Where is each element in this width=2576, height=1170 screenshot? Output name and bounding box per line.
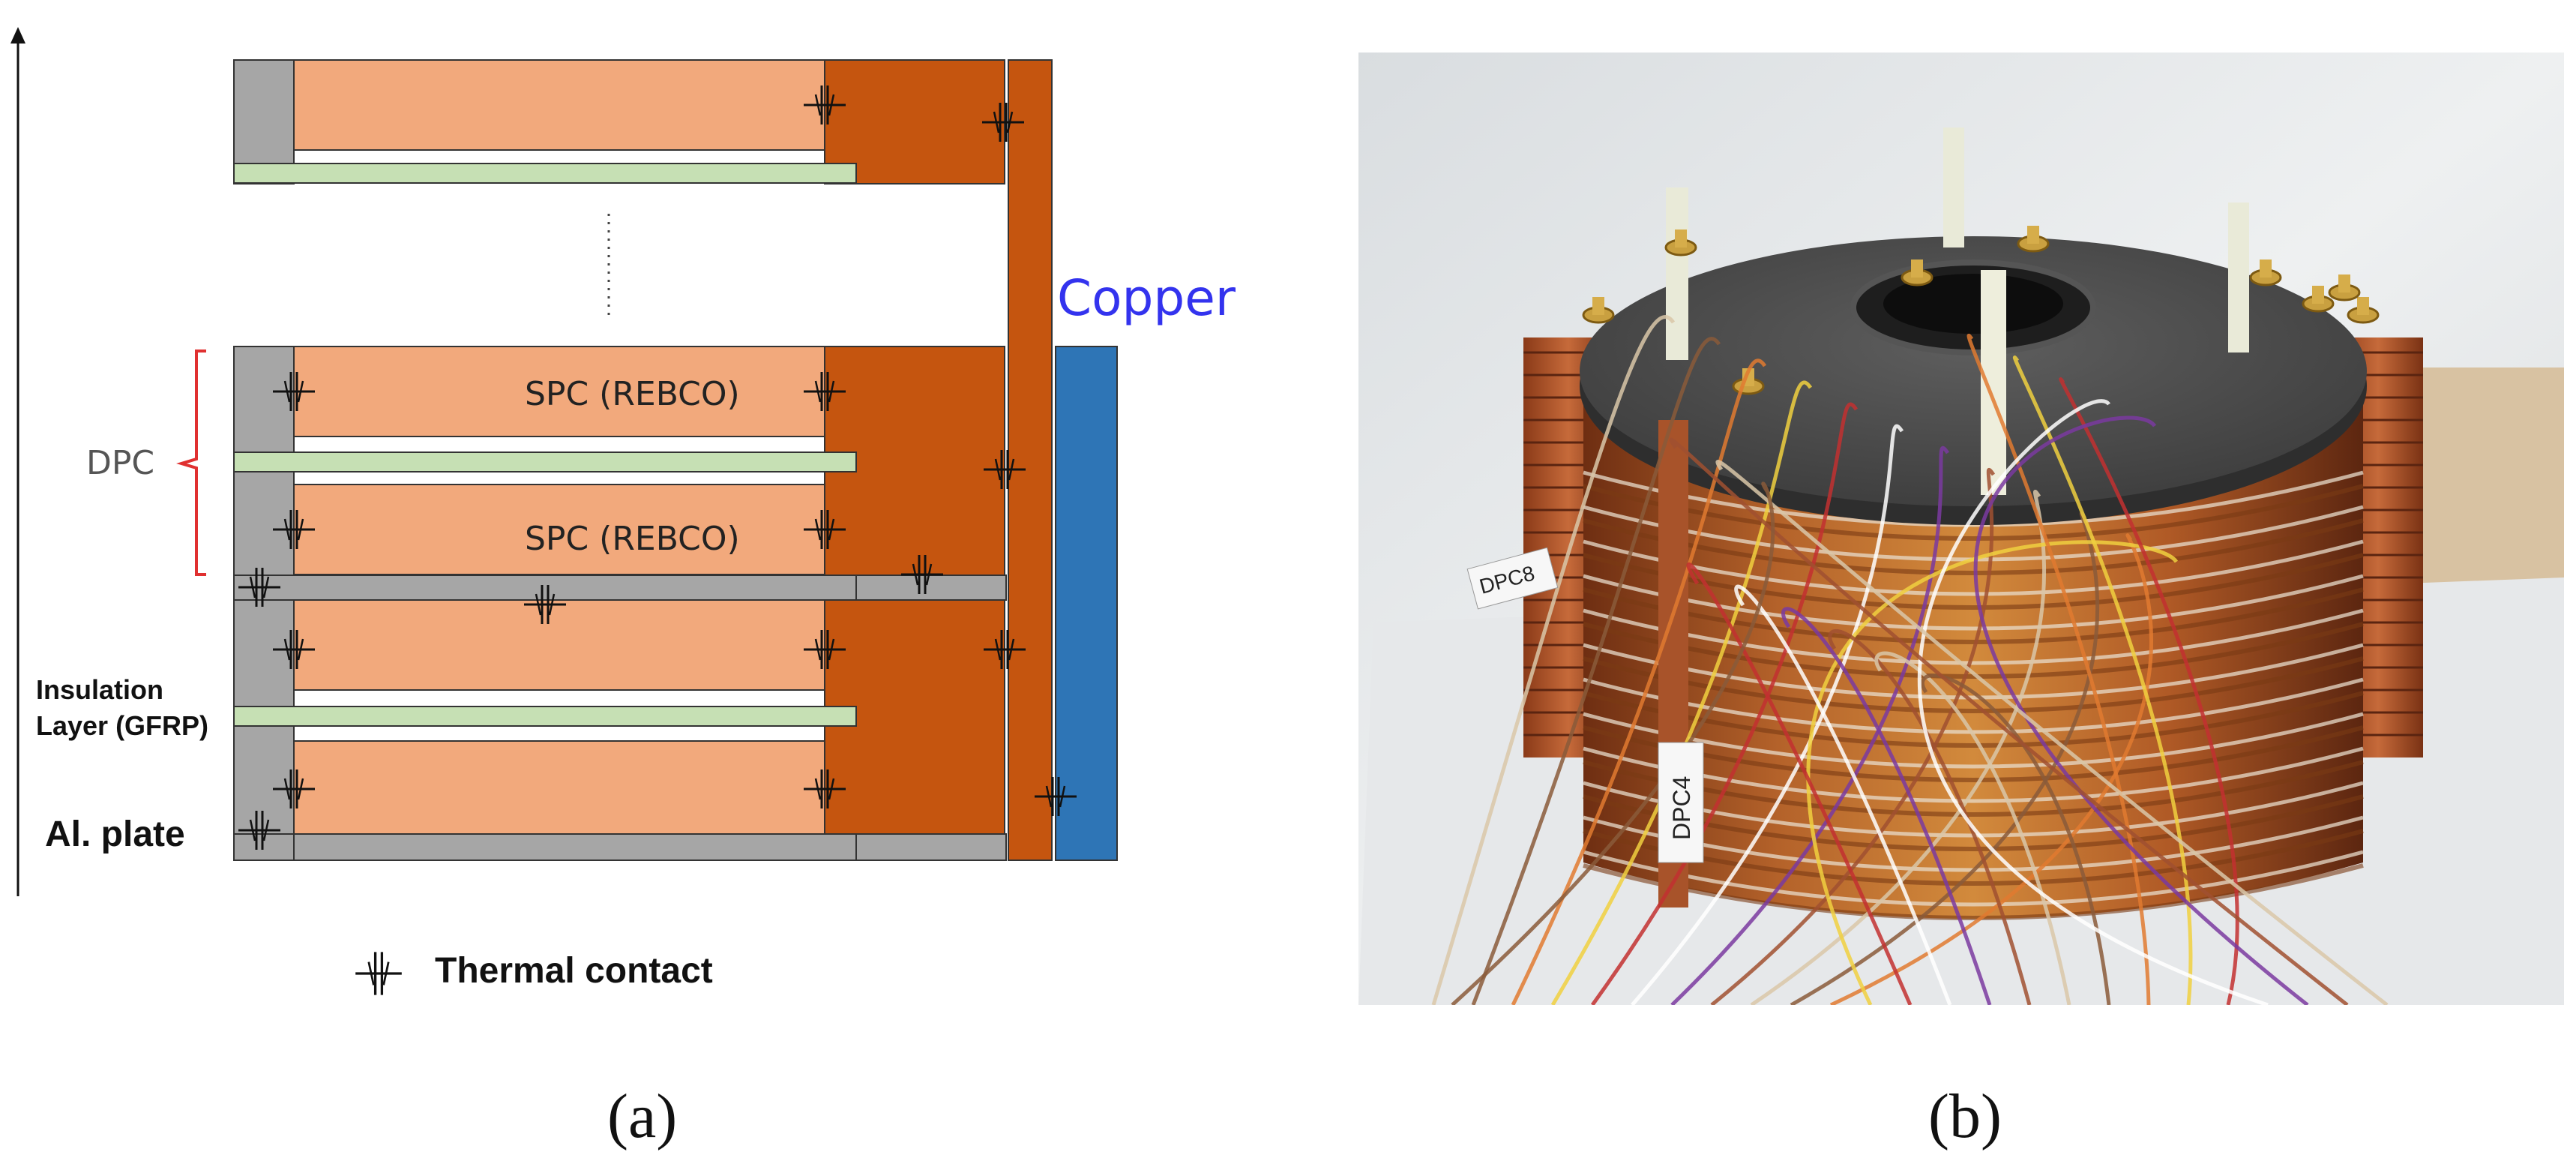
caption-b: (b) bbox=[1928, 1082, 2002, 1151]
coil-photograph: DPC8 DPC4 bbox=[1358, 52, 2564, 1007]
coil-spc-4 bbox=[293, 740, 825, 835]
copper-bar bbox=[1055, 346, 1118, 861]
coil-photo-illustration: DPC8 DPC4 bbox=[1358, 52, 2564, 1007]
thermal-contact-icon bbox=[982, 103, 1024, 142]
sensor-wires bbox=[1431, 315, 2389, 1007]
wire-tag-dpc8: DPC8 bbox=[1466, 547, 1559, 610]
support-rod-4 bbox=[2228, 202, 2249, 352]
support-rod-2 bbox=[1943, 128, 1964, 248]
thermal-contact-icon bbox=[273, 630, 315, 669]
thermal-contact-icon bbox=[355, 952, 402, 995]
copper-bracket-dpc-upper bbox=[824, 346, 1005, 576]
gfrp-layer-dpc bbox=[233, 452, 857, 472]
coil-spc-2 bbox=[293, 484, 825, 575]
al-plate-mid bbox=[233, 574, 1007, 601]
thermal-contact-icon bbox=[273, 770, 315, 808]
legend-thermal-contact-label: Thermal contact bbox=[435, 951, 713, 991]
thermal-contact-icon bbox=[804, 510, 846, 549]
thermal-contact-icon bbox=[238, 568, 280, 607]
brass-bolts bbox=[1582, 226, 2380, 395]
thermal-contact-icon bbox=[984, 450, 1026, 489]
thermal-contact-icon bbox=[984, 630, 1026, 669]
thermal-contact-icon bbox=[901, 555, 943, 594]
thermal-contact-icon bbox=[524, 585, 566, 624]
dpc-label: DPC bbox=[86, 444, 154, 482]
coil-spc-3 bbox=[293, 599, 825, 691]
thermal-contact-icon bbox=[273, 510, 315, 549]
thermal-contact-icon bbox=[804, 372, 846, 411]
spc-label-upper: SPC (REBCO) bbox=[525, 375, 740, 413]
thermal-contact-icon bbox=[804, 770, 846, 808]
gfrp-layer-top bbox=[233, 163, 857, 184]
insulation-label-line1: Insulation bbox=[36, 674, 163, 705]
coil-lid-top bbox=[1580, 236, 2367, 506]
coil-top bbox=[293, 59, 825, 151]
thermal-contact-icon bbox=[1035, 777, 1077, 816]
gfrp-layer-lower bbox=[233, 706, 857, 727]
copper-label: Copper bbox=[1057, 269, 1236, 327]
axis-arrowhead bbox=[10, 27, 25, 44]
thermal-contact-icon bbox=[273, 372, 315, 411]
al-plate-label: Al. plate bbox=[45, 814, 185, 854]
wire-tag-dpc4: DPC4 bbox=[1658, 742, 1704, 863]
thermal-contact-icon bbox=[238, 811, 280, 850]
spc-label-lower: SPC (REBCO) bbox=[525, 520, 740, 558]
legend: Thermal contact bbox=[355, 951, 713, 995]
thermal-contact-icon bbox=[804, 630, 846, 669]
thermal-contact-legend-icon bbox=[355, 952, 402, 995]
coil-bore bbox=[1883, 274, 2063, 334]
support-rod-1 bbox=[1666, 188, 1688, 360]
copper-column bbox=[1008, 59, 1053, 861]
thermal-contacts bbox=[238, 86, 1077, 850]
caption-a: (a) bbox=[607, 1082, 678, 1151]
dpc-brace bbox=[176, 350, 206, 576]
svg-text:DPC4: DPC4 bbox=[1668, 776, 1695, 840]
al-plate-bottom bbox=[233, 833, 1007, 861]
coil-cross-section-diagram: Copper SPC (REBCO) SPC (REBCO) DPC Insul… bbox=[10, 27, 1236, 995]
al-plate-left-stack bbox=[233, 346, 295, 861]
insulation-label-line2: Layer (GFRP) bbox=[36, 710, 208, 741]
thermal-contact-icon bbox=[804, 86, 846, 124]
